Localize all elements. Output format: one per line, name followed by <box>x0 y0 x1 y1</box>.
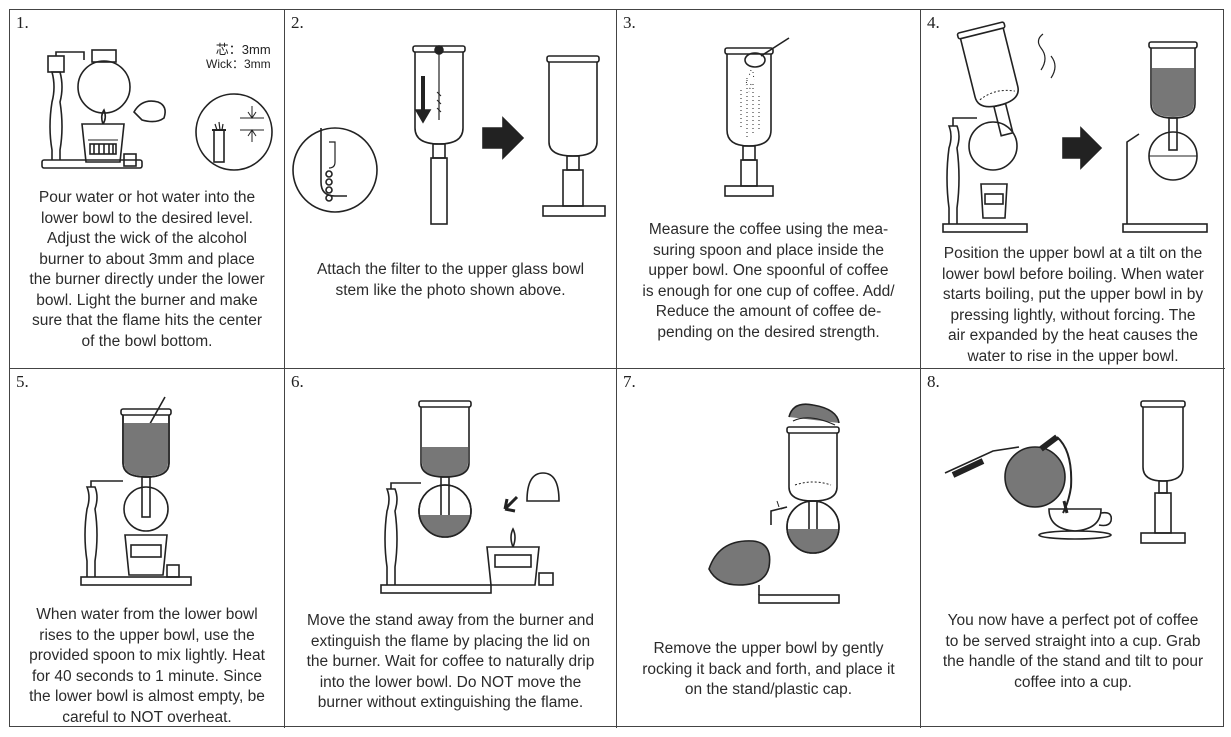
text-line: on the stand/plastic cap. <box>684 681 853 698</box>
text-line: to be served straight into a cup. Grab <box>945 632 1201 650</box>
step-7-panel: 7. Remove the upper bowl by ge <box>617 369 921 728</box>
text-line: rocking it back and forth, and place it <box>642 660 895 678</box>
text-line: for 40 seconds to 1 minute. Since <box>31 667 263 685</box>
text-line: Measure the coffee using the mea- <box>648 221 889 238</box>
step-6-panel: 6. <box>285 369 617 728</box>
text-line: water to rise in the upper bowl. <box>967 347 1179 365</box>
step-number: 2. <box>291 13 304 32</box>
text-line: starts boiling, put the upper bowl in by <box>942 286 1204 303</box>
text-line: Reduce the amount of coffee de- <box>655 303 882 320</box>
step-8-text: You now have a perfect pot of coffee to … <box>927 611 1219 693</box>
wick-label-en: Wick：3mm <box>206 57 271 71</box>
alcohol-burner-wick-diagram: 芯：3mm Wick：3mm <box>10 32 284 182</box>
text-line: extinguish the flame by placing the lid … <box>310 632 591 650</box>
text-line: Remove the upper bowl by gently <box>653 640 884 657</box>
step-2-text: Attach the filter to the upper glass bow… <box>291 260 610 301</box>
text-line: Adjust the wick of the alcohol <box>47 230 247 247</box>
text-line: lower bowl before boiling. When water <box>942 265 1204 283</box>
text-line: rises to the upper bowl, use the <box>39 626 255 644</box>
text-line: bowl. Light the burner and make <box>36 291 258 309</box>
stir-coffee-diagram <box>10 385 284 595</box>
text-line: suring spoon and place inside the <box>653 241 884 259</box>
text-line: Move the stand away from the burner and <box>307 612 594 629</box>
text-line: Position the upper bowl at a tilt on the <box>943 245 1203 262</box>
step-1-panel: 1. <box>10 10 285 369</box>
wick-label-cn: 芯：3mm <box>215 42 271 57</box>
text-line: sure that the flame hits the center <box>31 312 263 329</box>
measure-coffee-diagram <box>617 20 920 210</box>
text-line: When water from the lower bowl <box>36 606 258 623</box>
step-7-text: Remove the upper bowl by gently rocking … <box>623 639 914 701</box>
text-line: pressing lightly, without forcing. The <box>950 306 1196 324</box>
step-number: 5. <box>16 372 29 391</box>
text-line: is enough for one cup of coffee. Add/ <box>642 282 895 300</box>
text-line: careful to NOT overheat. <box>62 708 232 726</box>
text-line: provided spoon to mix lightly. Heat <box>29 647 265 664</box>
remove-upper-bowl-diagram <box>617 389 920 609</box>
text-line: of the bowl bottom. <box>81 332 213 350</box>
step-number: 3. <box>623 13 636 32</box>
text-line: coffee into a cup. <box>1014 673 1132 691</box>
text-line: Pour water or hot water into the <box>38 189 256 206</box>
step-3-panel: 3. Measure the coffee using the mea- sur… <box>617 10 921 369</box>
text-line: burner to about 3mm and place <box>39 250 255 268</box>
step-8-panel: 8. <box>921 369 1225 728</box>
step-3-text: Measure the coffee using the mea- suring… <box>623 220 914 343</box>
text-line: pending on the desired strength. <box>657 323 880 341</box>
text-line: upper bowl. One spoonful of coffee <box>648 262 889 279</box>
tilt-upper-bowl-diagram <box>921 18 1225 240</box>
wick-label: 芯：3mm Wick：3mm <box>206 42 271 72</box>
step-4-text: Position the upper bowl at a tilt on the… <box>927 244 1219 367</box>
attach-filter-diagram <box>285 32 616 232</box>
step-number: 1. <box>16 13 29 32</box>
pour-coffee-diagram <box>921 391 1225 551</box>
text-line: the lower bowl is almost empty, be <box>29 688 265 705</box>
extinguish-flame-diagram <box>285 389 616 599</box>
step-number: 6. <box>291 372 304 391</box>
text-line: Attach the filter to the upper glass bow… <box>316 261 585 278</box>
text-line: air expanded by the heat causes the <box>948 327 1198 344</box>
step-number: 7. <box>623 372 636 391</box>
step-number: 8. <box>927 372 940 391</box>
text-line: stem like the photo shown above. <box>335 281 566 299</box>
instruction-sheet: 1. <box>9 9 1225 728</box>
text-line: lower bowl to the desired level. <box>41 209 253 227</box>
step-2-panel: 2. <box>285 10 617 369</box>
text-line: the burner directly under the lower <box>29 271 265 288</box>
step-number: 4. <box>927 13 940 32</box>
text-line: the handle of the stand and tilt to pour <box>942 653 1204 670</box>
step-1-text: Pour water or hot water into the lower b… <box>16 188 278 352</box>
text-line: into the lower bowl. Do NOT move the <box>319 673 582 691</box>
text-line: burner without extinguishing the flame. <box>317 694 584 711</box>
step-5-text: When water from the lower bowl rises to … <box>16 605 278 728</box>
text-line: You now have a perfect pot of coffee <box>947 612 1199 629</box>
step-6-text: Move the stand away from the burner and … <box>291 611 610 714</box>
step-4-panel: 4. <box>921 10 1225 369</box>
text-line: the burner. Wait for coffee to naturally… <box>306 653 595 670</box>
step-5-panel: 5. When water from the lower bowl <box>10 369 285 728</box>
